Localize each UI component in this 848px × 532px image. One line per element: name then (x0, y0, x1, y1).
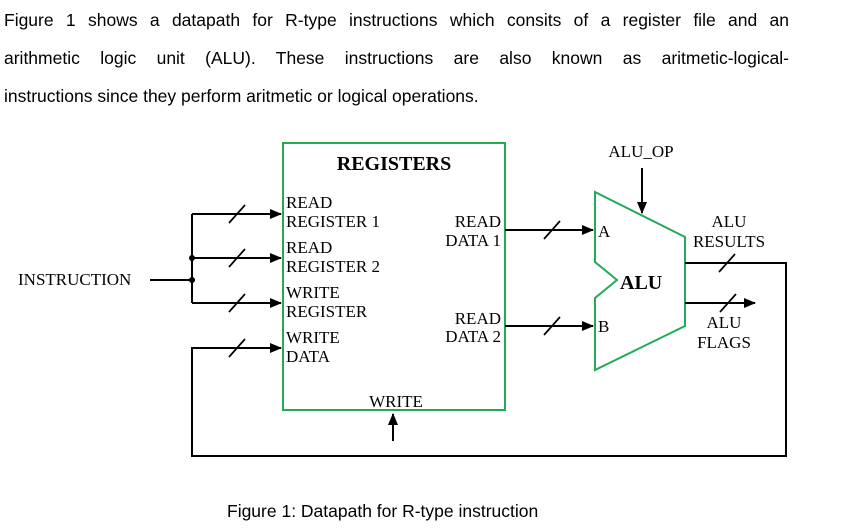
bus-width-tick (228, 338, 246, 358)
alu-name-label: ALU (620, 272, 662, 294)
registers-title: REGISTERS (337, 153, 452, 175)
port-read-register2-line1: READ (286, 238, 332, 257)
bus-width-tick (228, 248, 246, 268)
bus-width-tick (228, 204, 246, 224)
alu-input-a-label: A (598, 222, 611, 241)
paragraph-line-3: instructions since they perform aritmeti… (4, 86, 479, 106)
port-read-register1-line1: READ (286, 193, 332, 212)
paragraph-line-1: Figure 1 shows a datapath for R-type ins… (4, 10, 789, 30)
bus-width-tick (543, 220, 561, 240)
alu-shape (594, 190, 686, 372)
port-write-data-line1: WRITE (286, 328, 340, 347)
figure-caption: Figure 1: Datapath for R-type instructio… (227, 501, 539, 521)
alu-results-feedback-wire (191, 262, 787, 457)
port-read-data2-line1: READ (455, 309, 501, 328)
port-read-data1-line2: DATA 1 (445, 231, 501, 250)
alu-results-label-line2: RESULTS (693, 232, 765, 251)
bus-width-tick (228, 293, 246, 313)
port-read-register2-line2: REGISTER 2 (286, 257, 380, 276)
write-enable-label: WRITE (369, 392, 423, 411)
port-read-data2-line2: DATA 2 (445, 327, 501, 346)
bus-width-tick (719, 293, 737, 313)
registers-box (282, 142, 506, 411)
alu-results-label-line1: ALU (712, 212, 747, 231)
alu-op-label: ALU_OP (608, 142, 673, 161)
paragraph-line-2: arithmetic logic unit (ALU). These instr… (4, 48, 789, 68)
bus-width-tick (718, 253, 736, 273)
bus-width-tick (543, 316, 561, 336)
port-read-register1-line2: REGISTER 1 (286, 212, 380, 231)
port-write-register-line2: REGISTER (286, 302, 368, 321)
port-write-data-line2: DATA (286, 347, 331, 366)
alu-flags-label-line1: ALU (707, 313, 742, 332)
port-write-register-line1: WRITE (286, 283, 340, 302)
junction-dot (189, 277, 195, 283)
intro-paragraph: Figure 1 shows a datapath for R-type ins… (4, 1, 789, 115)
alu-flags-label-line2: FLAGS (697, 333, 751, 352)
instruction-label: INSTRUCTION (18, 270, 131, 289)
alu-input-b-label: B (598, 317, 609, 336)
port-read-data1-line1: READ (455, 212, 501, 231)
